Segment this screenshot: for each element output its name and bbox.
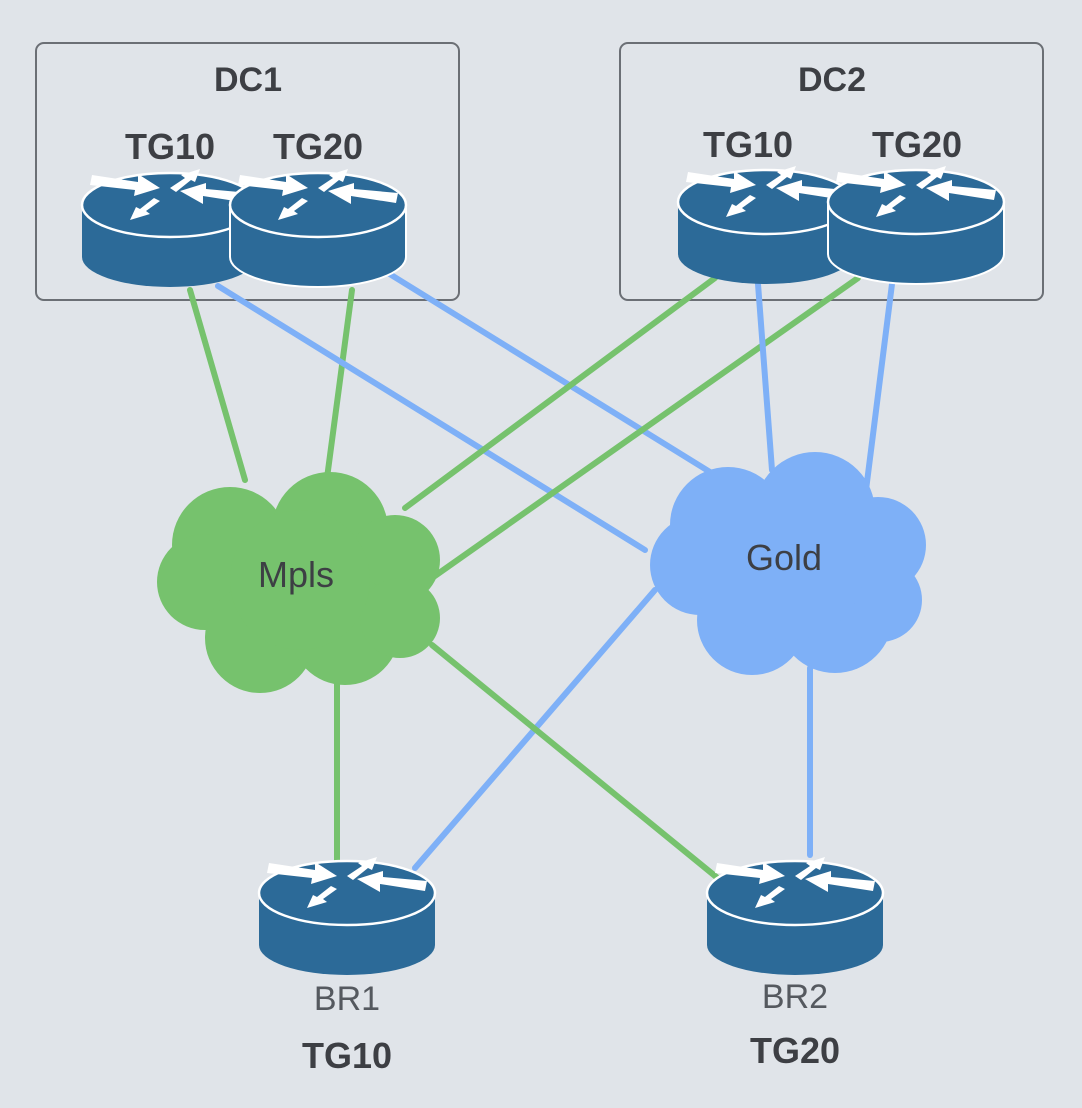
router-icon — [257, 857, 437, 975]
link-dc2tg10-mpls — [402, 275, 718, 511]
br2-router — [705, 857, 885, 975]
dc1-router-tg20-label: TG20 — [273, 126, 363, 167]
dc2-router-tg20-label: TG20 — [872, 124, 962, 165]
dc2-router-tg10 — [676, 166, 856, 284]
link-dc2tg20-gold — [863, 281, 895, 493]
link-dc1tg20-gold — [385, 270, 713, 475]
router-icon — [826, 166, 1006, 285]
router-icon — [228, 169, 408, 288]
dc1-router-tg10 — [80, 169, 260, 287]
router-icon — [80, 169, 260, 287]
dc2-router-tg20 — [826, 166, 1006, 285]
dc2-title: DC2 — [798, 61, 866, 99]
link-dc2tg10-gold — [755, 281, 775, 473]
mpls-cloud — [157, 472, 440, 693]
router-icon — [705, 857, 885, 975]
mpls-cloud-label: Mpls — [258, 554, 334, 595]
link-dc1tg20-mpls — [324, 287, 355, 481]
br1-router — [257, 857, 437, 975]
dc1-router-tg20 — [228, 169, 408, 288]
dc1-router-tg10-label: TG10 — [125, 126, 215, 167]
br2-name: BR2 — [762, 978, 828, 1016]
link-dc1tg10-gold — [215, 283, 648, 553]
link-mpls-br2 — [429, 642, 723, 883]
dc1-box — [35, 42, 460, 301]
gold-cloud-label: Gold — [746, 537, 822, 578]
br1-group: TG10 — [302, 1035, 392, 1076]
link-dc1tg10-mpls — [187, 287, 248, 483]
br2-group: TG20 — [750, 1030, 840, 1071]
br1-name: BR1 — [314, 980, 380, 1018]
link-dc2tg20-mpls — [429, 275, 861, 581]
dc2-router-tg10-label: TG10 — [703, 124, 793, 165]
gold-cloud — [650, 452, 926, 675]
dc1-title: DC1 — [214, 61, 282, 99]
router-icon — [676, 166, 856, 284]
links — [187, 270, 895, 883]
